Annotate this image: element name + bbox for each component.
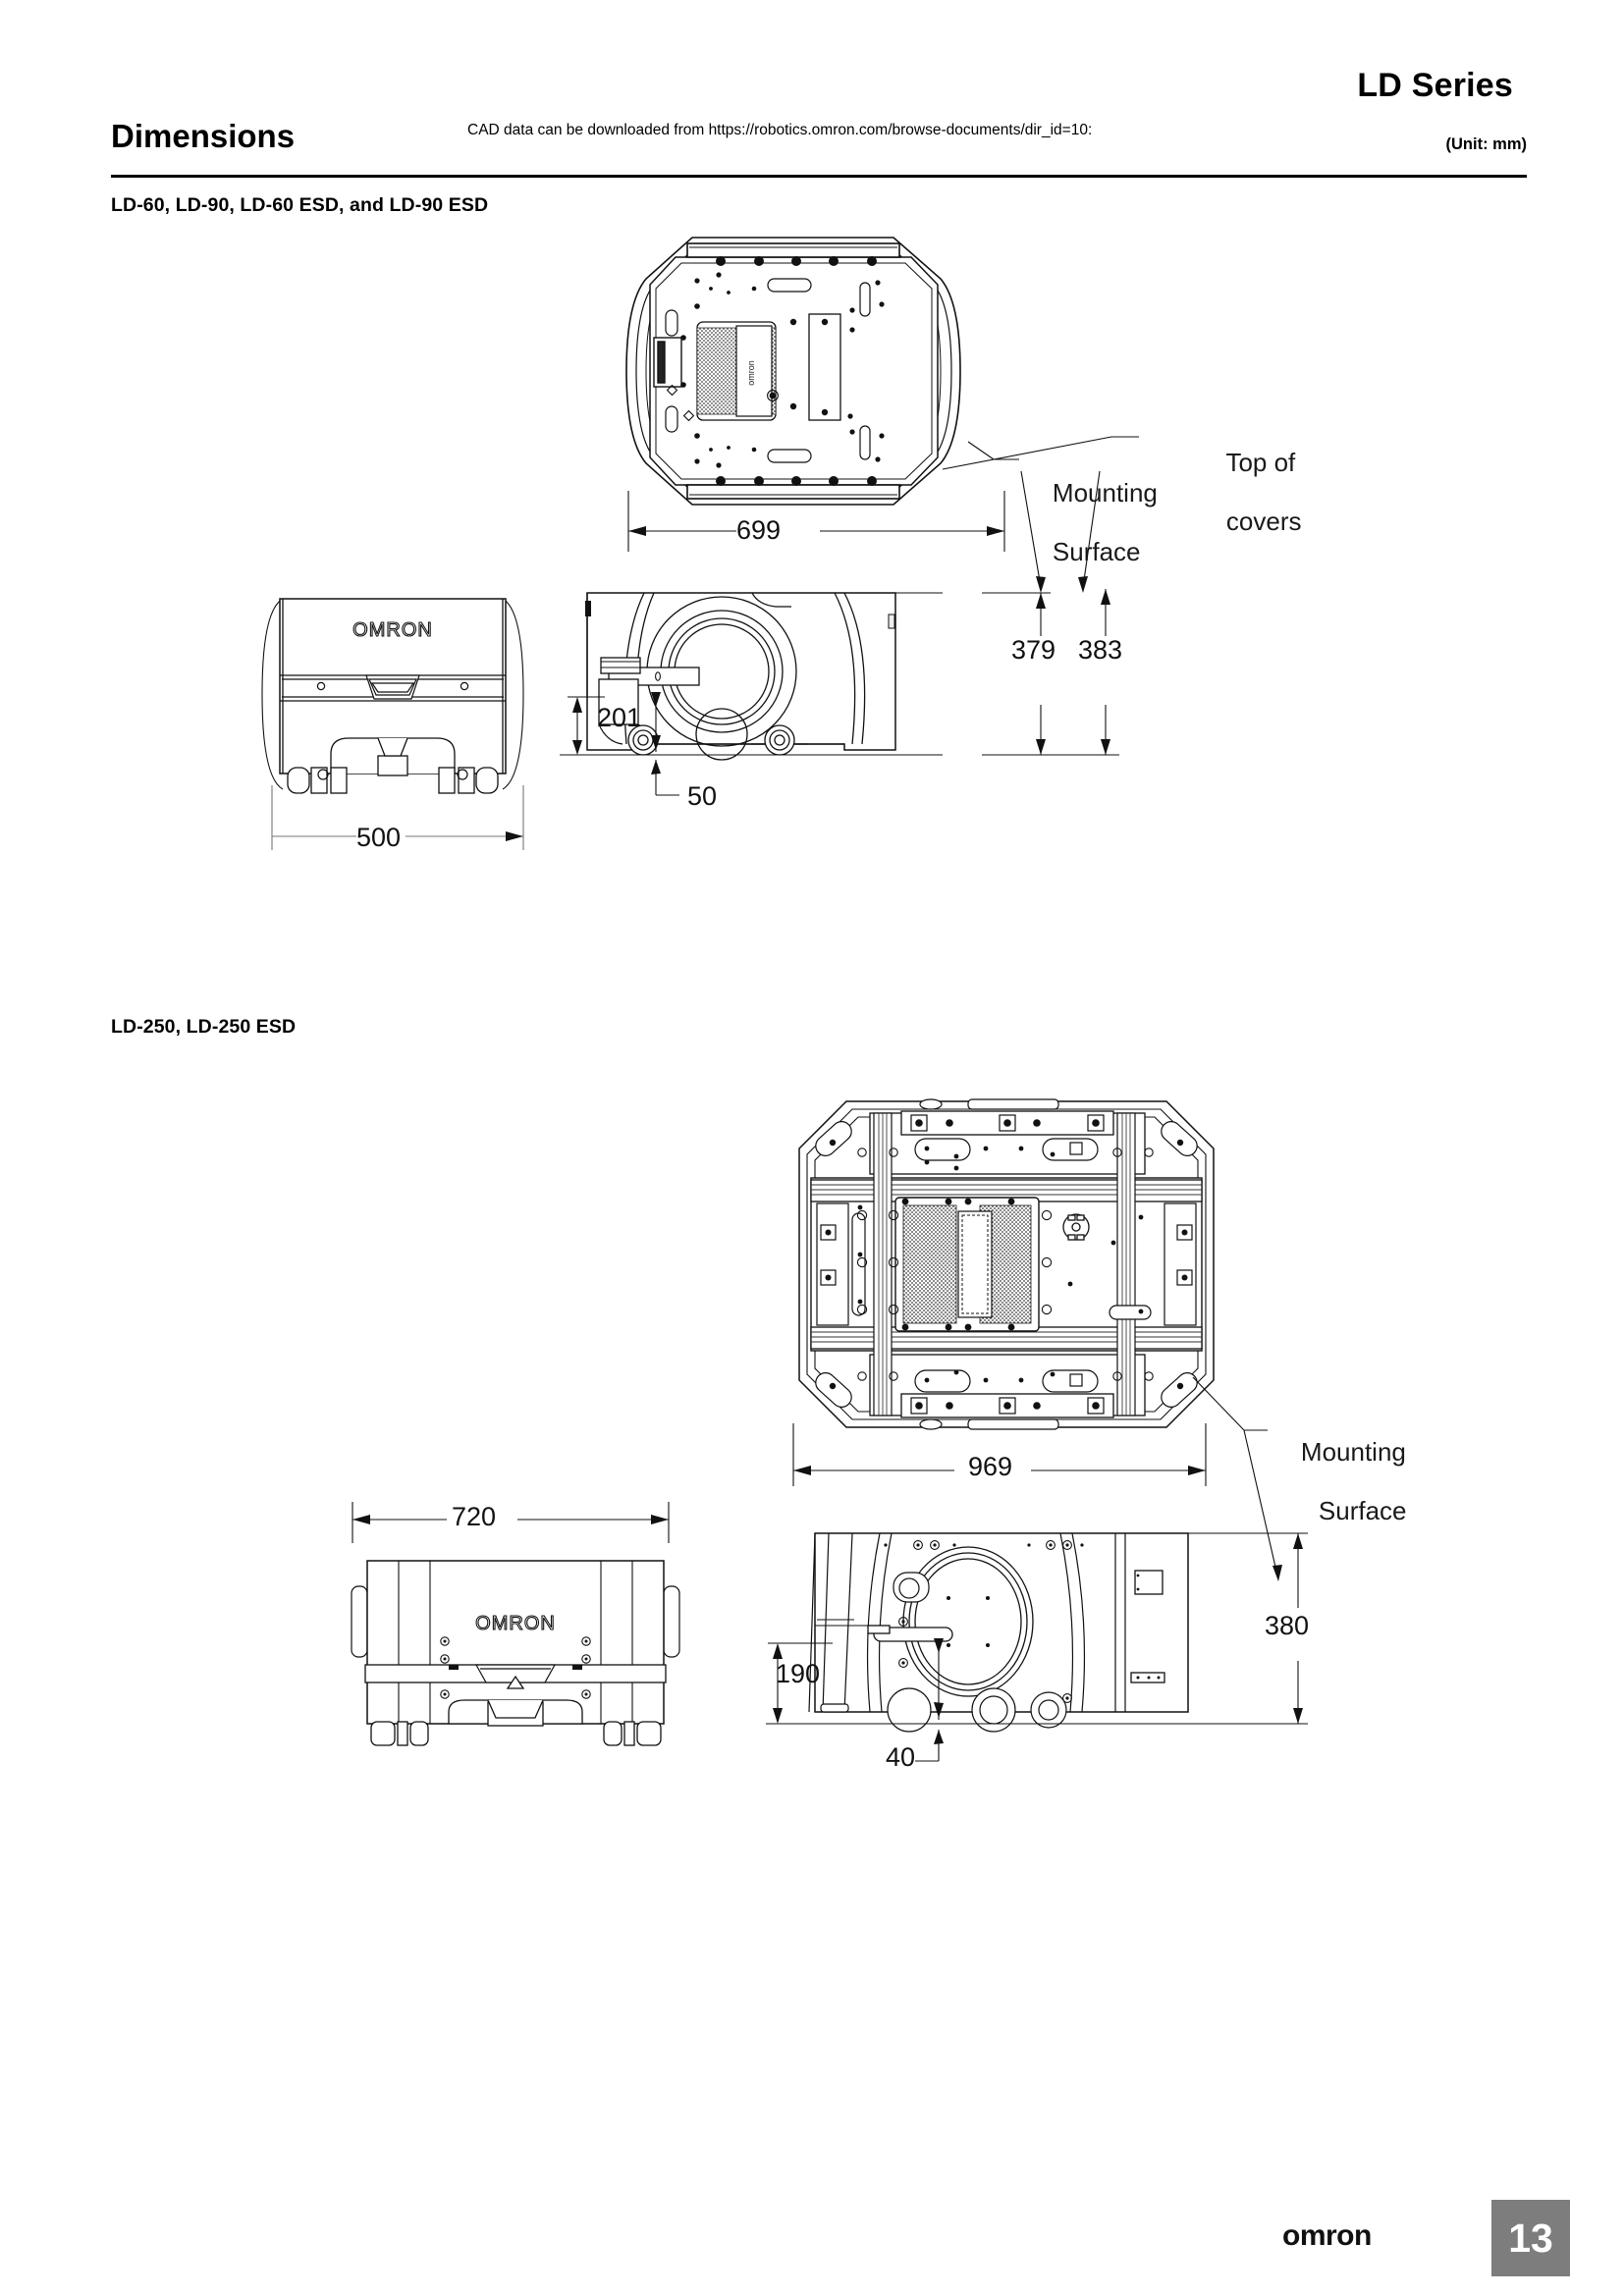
cad-data-note: CAD data can be downloaded from https://… [467,122,1093,138]
ld60-dim-699-graphic [599,491,1031,569]
svg-text:omron: omron [1282,2219,1372,2251]
ld60-side-view [550,577,952,818]
ld60-dim-699: 699 [736,515,782,545]
ld250-dim-720-graphic [339,1502,692,1551]
ld60-dim-500-graphic [250,785,545,864]
omron-logo: omron [1282,2219,1420,2252]
page-title: Dimensions [111,118,296,154]
ld250-dim-40: 40 [886,1742,916,1772]
ld250-callout-mounting-surface: Mounting Surface [1272,1408,1407,1556]
ld60-dim-379-383-graphic [982,577,1168,774]
ld250-callout-leader [1183,1369,1389,1600]
ld60-callout-top-of-covers-line2: covers [1225,507,1302,537]
ld250-dim-969: 969 [968,1452,1013,1481]
ld60-top-view: omron [599,224,1011,518]
ld250-dim-720: 720 [452,1502,497,1531]
ld60-callout-top-of-covers: Top of covers [1198,418,1301,566]
ld250-dim-380-graphic [1218,1523,1335,1749]
ld60-front-view: OMRON [250,581,535,812]
ld60-leader-arrows [982,471,1178,609]
ld60-dim-201: 201 [597,703,642,732]
ld60-dim-500: 500 [356,823,402,852]
section-heading-ld250: LD-250, LD-250 ESD [111,1016,297,1038]
ld60-callout-mounting-surface-line2: Surface [1052,537,1141,567]
ld60-dim-383: 383 [1078,635,1123,665]
ld250-dim-380: 380 [1265,1611,1310,1640]
ld250-callout-mounting-surface-line1: Mounting [1300,1437,1406,1468]
page-number-badge: 13 [1491,2200,1570,2276]
ld250-front-view: OMRON [339,1539,692,1750]
ld250-dim-190-40-graphic [746,1523,1070,1789]
ld60-callout-mounting-surface: Mounting Surface [1024,449,1158,597]
unit-label: (Unit: mm) [1445,135,1527,153]
ld60-callout-mounting-surface-line1: Mounting [1052,478,1158,508]
ld250-callout-mounting-surface-line2: Surface [1318,1496,1407,1526]
series-title: LD Series [1357,67,1513,104]
header-divider [111,175,1527,178]
page-number: 13 [1508,2215,1553,2261]
ld250-side-view [766,1523,1247,1759]
ld60-dim-379: 379 [1011,635,1056,665]
ld250-top-view [776,1088,1237,1441]
ld60-dim-201-50-graphic [550,577,952,842]
ld60-callout-top-of-covers-line1: Top of [1225,448,1296,478]
ld250-dim-969-graphic [776,1423,1247,1502]
header-row: Dimensions CAD data can be downloaded fr… [111,118,1527,175]
svg-text:OMRON: OMRON [352,619,433,641]
ld60-dim-50: 50 [687,781,718,811]
ld60-callout-leaders [933,412,1188,609]
svg-text:omron: omron [746,360,756,386]
ld250-dim-190: 190 [776,1659,821,1688]
svg-text:OMRON: OMRON [475,1613,556,1634]
section-heading-ld60-ld90: LD-60, LD-90, LD-60 ESD, and LD-90 ESD [111,194,489,216]
